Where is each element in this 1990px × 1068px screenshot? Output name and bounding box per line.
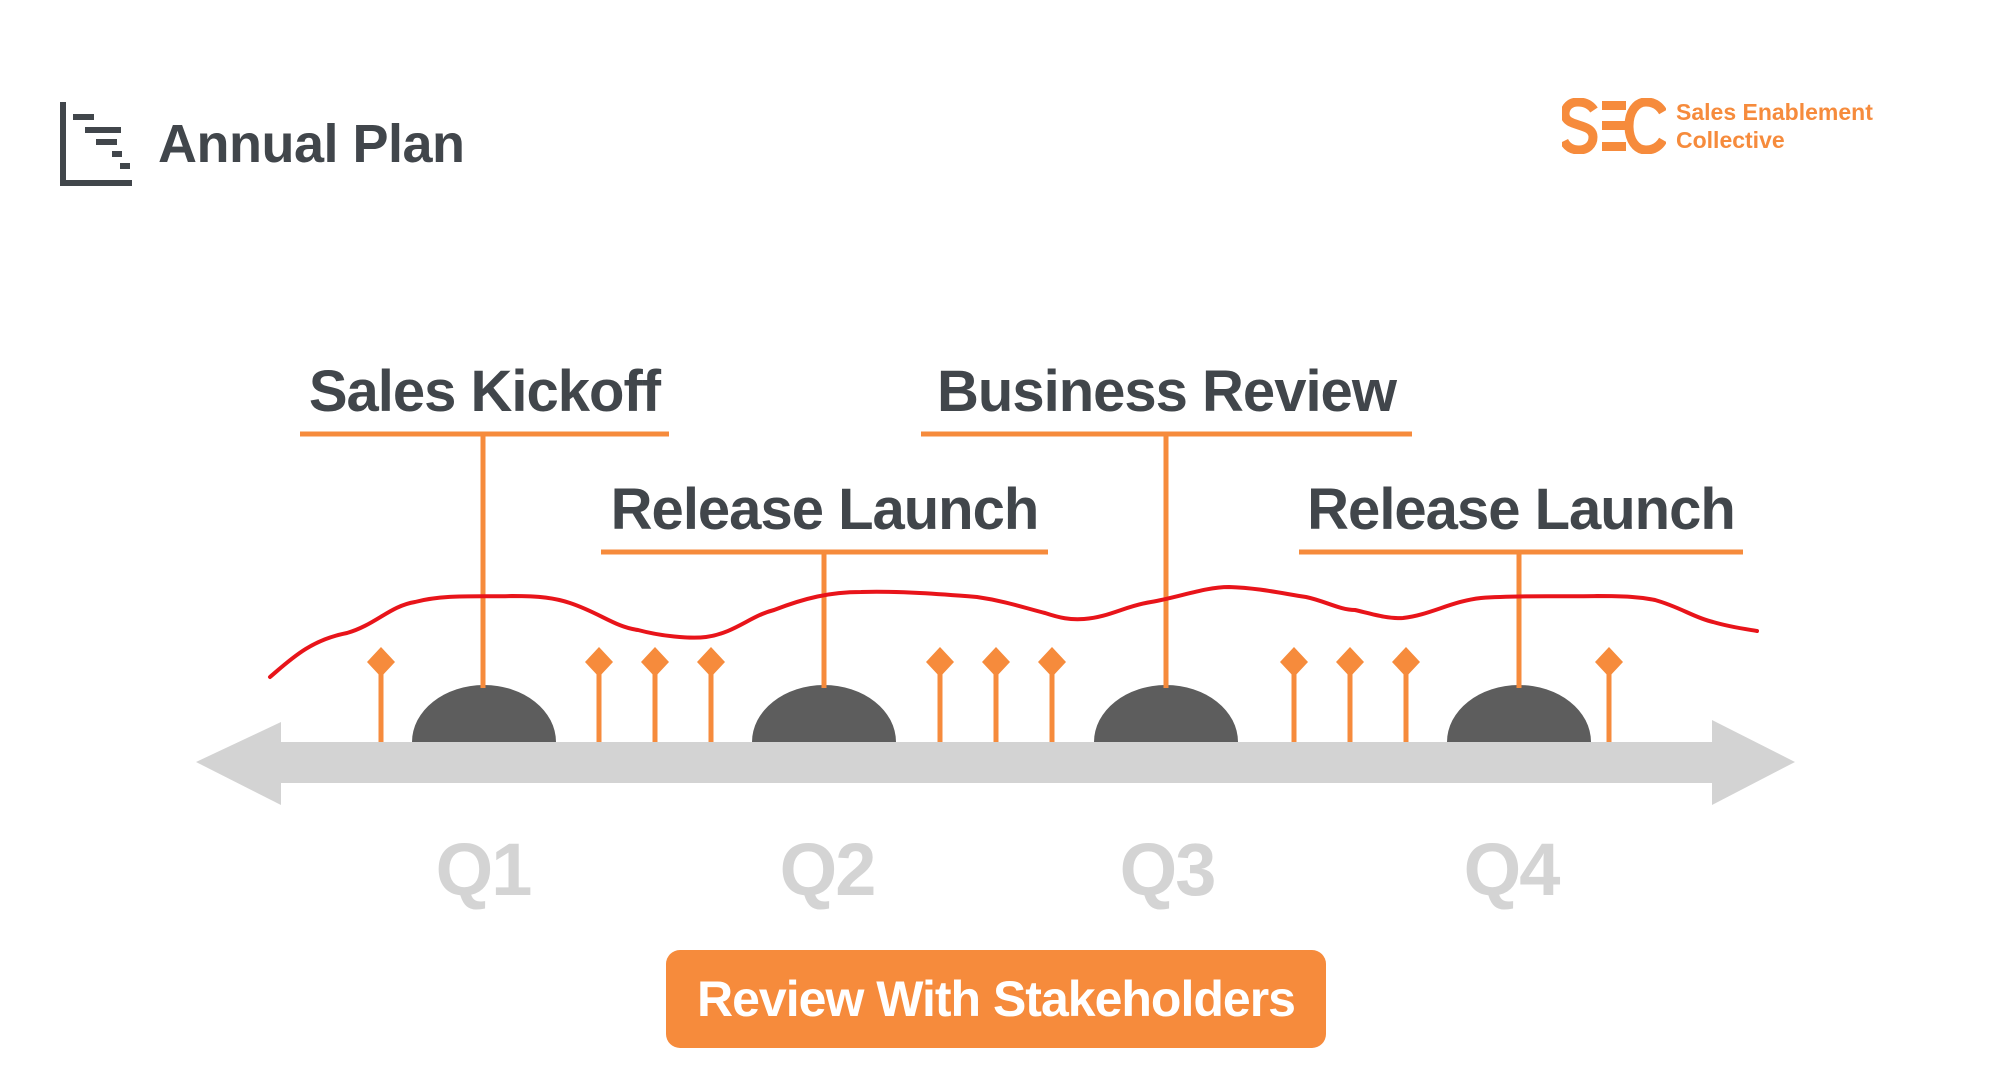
quarter-label-q3: Q3 xyxy=(1119,828,1217,911)
milestone-domes xyxy=(412,685,1591,742)
diamond-marker-icon xyxy=(1392,647,1420,742)
diamond-marker-icon xyxy=(1038,647,1066,742)
task-markers xyxy=(367,647,1623,742)
logo-line-2: Collective xyxy=(1676,127,1785,153)
milestone-callouts xyxy=(300,431,1743,688)
page-title: Annual Plan xyxy=(158,114,465,174)
milestone-label-release-launch-2: Release Launch xyxy=(1307,477,1736,542)
diamond-marker-icon xyxy=(1595,647,1623,742)
quarter-label-q1: Q1 xyxy=(435,828,533,911)
logo-text: Sales Enablement Collective xyxy=(1676,98,1873,154)
quarter-label-q2: Q2 xyxy=(779,828,877,911)
logo-line-1: Sales Enablement xyxy=(1676,99,1873,125)
milestone-dome-q3 xyxy=(1094,685,1238,742)
sec-logo-mark-icon xyxy=(1562,98,1666,154)
diamond-marker-icon xyxy=(697,647,725,742)
diamond-marker-icon xyxy=(367,647,395,742)
timeline-axis xyxy=(196,720,1795,805)
milestone-label-release-launch-1: Release Launch xyxy=(610,477,1040,542)
quarter-label-q4: Q4 xyxy=(1463,828,1561,911)
milestone-dome-q2 xyxy=(752,685,896,742)
arrow-left-icon xyxy=(196,722,281,805)
diamond-marker-icon xyxy=(1280,647,1308,742)
diamond-marker-icon xyxy=(1336,647,1364,742)
gantt-chart-icon xyxy=(60,102,134,186)
sec-logo: Sales Enablement Collective xyxy=(1562,96,1873,156)
trend-line xyxy=(268,585,1759,679)
milestone-dome-q4 xyxy=(1447,685,1591,742)
milestone-label-business-review: Business Review xyxy=(937,359,1397,424)
milestone-label-sales-kickoff: Sales Kickoff xyxy=(308,359,661,424)
diamond-marker-icon xyxy=(982,647,1010,742)
arrow-right-icon xyxy=(1712,720,1795,805)
milestone-dome-q1 xyxy=(412,685,556,742)
review-with-stakeholders-button[interactable]: Review With Stakeholders xyxy=(666,950,1326,1048)
diamond-marker-icon xyxy=(641,647,669,742)
diamond-marker-icon xyxy=(585,647,613,742)
diamond-marker-icon xyxy=(926,647,954,742)
